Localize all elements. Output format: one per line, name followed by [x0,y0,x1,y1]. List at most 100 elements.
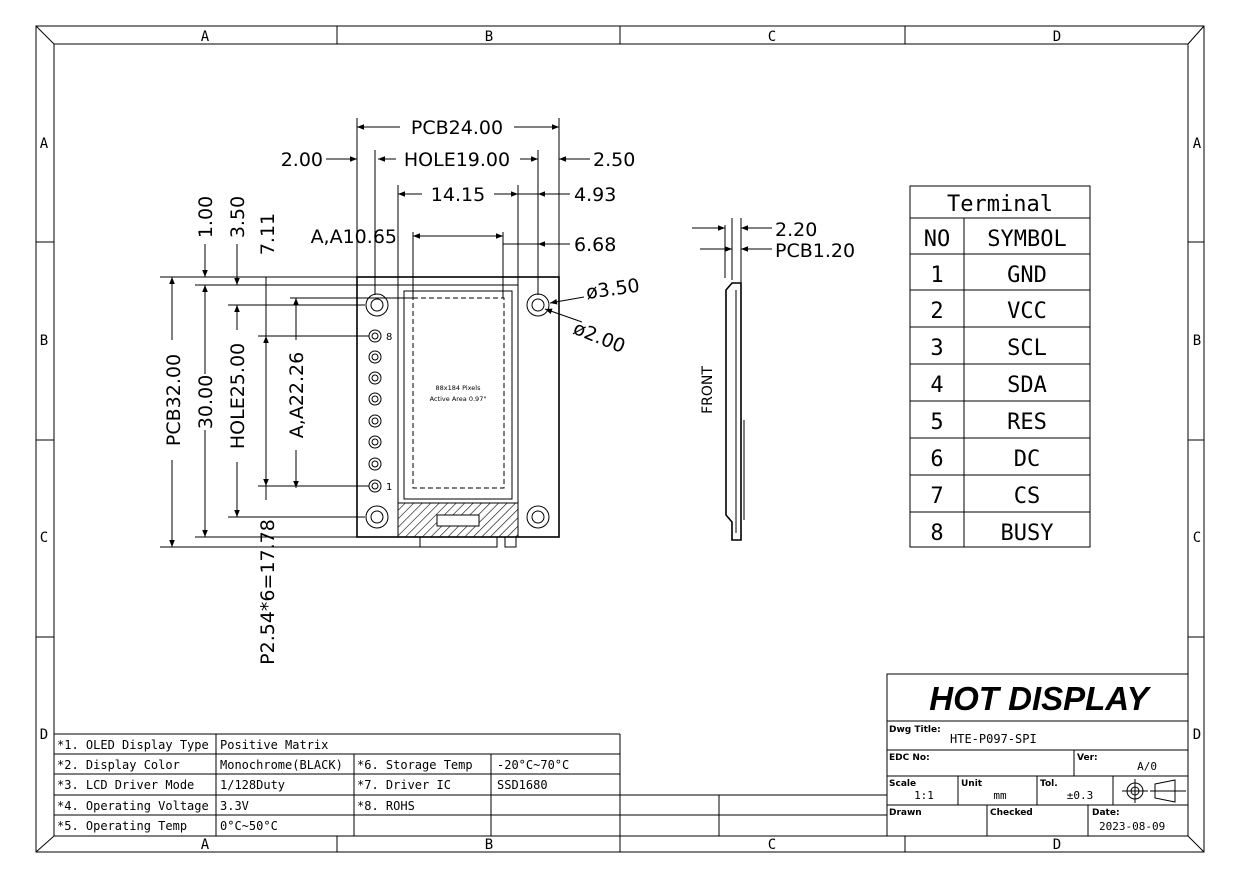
row-letter-d-left: D [40,727,48,743]
dim-aa-y: A,A22.26 [286,352,308,438]
spec-label: *1. OLED Display Type [57,738,209,752]
dim-left-offset: 2.00 [281,149,323,171]
col-letter-b-bottom: B [485,837,493,853]
col-letter-d-bottom: D [1053,837,1061,853]
ver-label: Ver: [1077,753,1098,763]
row-letter-c-left: C [40,530,48,546]
specs-table: *1. OLED Display Type Positive Matrix *2… [54,733,887,836]
terminal-row-no: 5 [930,410,943,435]
dwg-title-value: HTE-P097-SPI [950,732,1037,746]
company-logo-text: HOT DISPLAY [929,680,1151,717]
sheet-frame [35,25,1205,853]
dim-height-30: 30.00 [195,375,217,429]
col-letter-b-top: B [485,29,493,45]
terminal-row-symbol: SCL [1007,336,1047,361]
row-letter-b-left: B [40,333,48,349]
pin-label-first: 8 [386,332,392,343]
dim-aa-width: 14.15 [431,184,485,206]
dim-pcb-width: PCB24.00 [411,117,503,139]
vertical-dimensions: PCB32.00 30.00 HOLE25.00 P2.54*6=17.78 A… [160,196,420,665]
dim-top-1: 1.00 [195,196,217,238]
terminal-row-no: 4 [930,373,943,398]
row-letter-a-left: A [40,136,49,152]
spec-value: Monochrome(BLACK) [220,758,343,772]
module-side-view: 2.20 PCB1.20 FRONT [692,218,855,541]
mount-hole-top-left [365,293,389,317]
row-letter-d-right: D [1193,727,1201,743]
dim-hole-height: HOLE25.00 [227,343,249,449]
terminal-row-symbol: CS [1014,484,1041,509]
display-label-area: Active Area 0.97" [430,395,487,403]
tol-value: ±0.3 [1067,789,1094,802]
horizontal-dimensions: PCB24.00 HOLE19.00 2.00 2.50 14.15 4.93 … [281,117,641,358]
spec-label: *2. Display Color [57,758,180,772]
spec-label: *4. Operating Voltage [57,799,209,813]
terminal-title: Terminal [947,192,1053,217]
module-front-view: 88x184 Pixels Active Area 0.97" 8 1 [356,276,560,548]
title-block: HOT DISPLAY Dwg Title: HTE-P097-SPI EDC … [886,673,1189,837]
terminal-row-no: 6 [930,447,943,472]
terminal-row-no: 7 [930,484,943,509]
scale-value: 1:1 [914,789,934,802]
spec-value: Positive Matrix [220,738,328,752]
dim-side-pcb: PCB1.20 [775,240,855,262]
display-panel [403,290,513,500]
dim-pcb-height: PCB32.00 [163,354,185,446]
terminal-row-no: 8 [930,521,943,546]
terminal-header-no: NO [924,227,951,252]
scale-label: Scale [889,779,916,789]
date-label: Date: [1092,808,1120,818]
pin-header [368,329,382,493]
tol-label: Tol. [1040,779,1058,789]
dim-hole-diameter: ø3.50 [585,275,641,304]
terminal-row-symbol: RES [1007,410,1047,435]
spec-value: SSD1680 [497,778,548,792]
row-letter-b-right: B [1193,333,1201,349]
checked-label: Checked [990,808,1033,818]
terminal-row-symbol: SDA [1007,373,1047,398]
dwg-title-label: Dwg Title: [889,725,941,735]
spec-value: 0°C~50°C [220,819,278,833]
dim-aa-right: 4.93 [574,184,616,206]
dim-hole-diameter-small: ø2.00 [570,317,628,358]
terminal-row-no: 2 [930,299,943,324]
dim-aa-x: A,A10.65 [311,226,397,248]
terminal-row-symbol: GND [1007,263,1047,288]
col-letter-a-bottom: A [201,837,210,853]
terminal-row-symbol: DC [1014,447,1041,472]
side-view-label: FRONT [700,366,716,414]
spec-value: 3.3V [220,799,249,813]
col-letter-c-bottom: C [768,837,776,853]
terminal-row-symbol: VCC [1007,299,1047,324]
pcb-outline [356,276,560,538]
dim-side-thickness: 2.20 [775,219,817,241]
terminal-header-symbol: SYMBOL [987,227,1066,252]
date-value: 2023-08-09 [1099,820,1165,833]
dim-hole-width: HOLE19.00 [404,149,510,171]
active-area [412,297,505,489]
terminal-table: Terminal NO SYMBOL 1 GND 2 VCC 3 SCL 4 S… [909,185,1091,548]
spec-value: 1/128Duty [220,778,285,792]
dim-top-2: 3.50 [227,196,249,238]
col-letter-c-top: C [768,29,776,45]
mount-hole-top-right [526,293,550,317]
row-letter-a-right: A [1193,136,1202,152]
unit-label: Unit [961,779,983,789]
spec-label: *3. LCD Driver Mode [57,778,194,792]
terminal-row-symbol: BUSY [1001,521,1054,546]
spec-label: *6. Storage Temp [357,758,473,772]
spec-label: *7. Driver IC [357,778,451,792]
mount-hole-bottom-right [526,505,550,529]
zone-letters: A B C D A B C D A B C D A B C D [40,29,1202,853]
display-label-pixels: 88x184 Pixels [435,384,481,392]
ver-value: A/0 [1137,760,1157,773]
col-letter-d-top: D [1053,29,1061,45]
row-letter-c-right: C [1193,530,1201,546]
dim-pin-pitch: P2.54*6=17.78 [257,519,279,665]
side-profile [725,282,742,541]
projection-symbol-icon [1122,779,1186,803]
terminal-row-no: 1 [930,263,943,288]
spec-value: -20°C~70°C [497,758,569,772]
col-letter-a-top: A [201,29,210,45]
